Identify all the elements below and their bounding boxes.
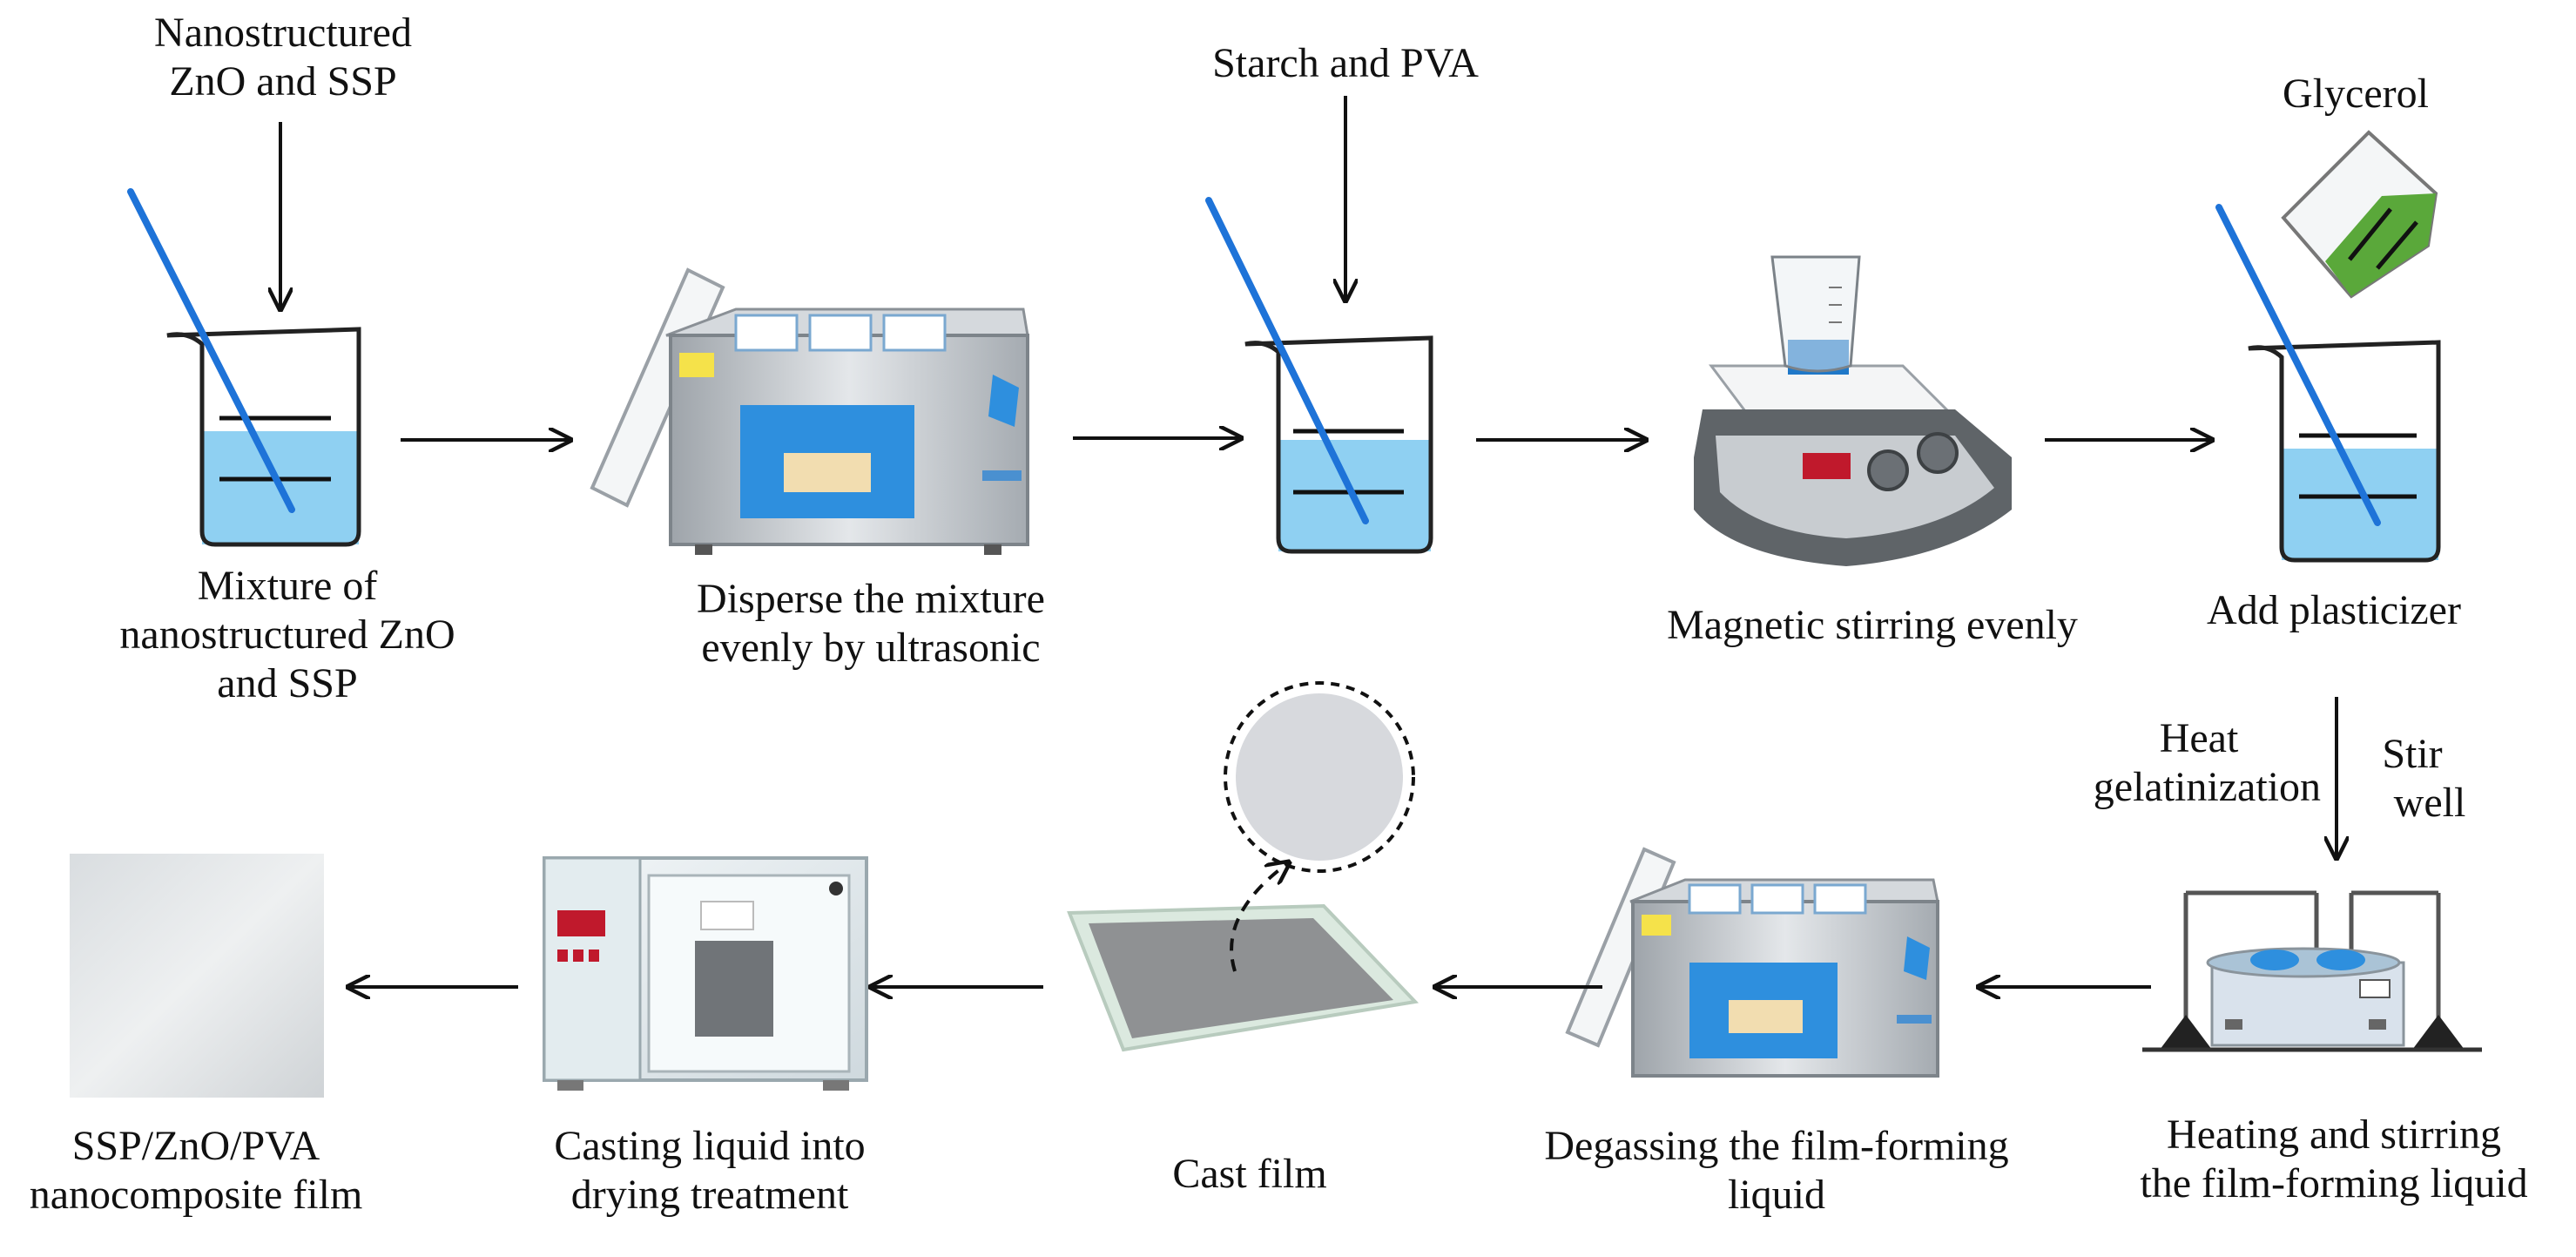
glycerol-flask — [2281, 130, 2438, 299]
label-magnetic: Magnetic stirring evenly — [1667, 602, 2078, 648]
ultrasonic-bath-2 — [1565, 847, 1939, 1078]
label-glycerol: Glycerol — [2283, 71, 2429, 117]
label-starch-pva: Starch and PVA — [1212, 40, 1479, 86]
film-sample-zoom — [1224, 681, 1415, 873]
heating-apparatus — [2142, 890, 2482, 1052]
film-sample — [70, 854, 324, 1098]
zoom-arrow — [1230, 862, 1289, 972]
beaker-2 — [1205, 197, 1433, 554]
label-cast: Cast film — [1172, 1151, 1327, 1197]
label-plasticizer: Add plasticizer — [2207, 587, 2461, 633]
ultrasonic-bath-1 — [590, 267, 1029, 555]
beaker-1 — [127, 188, 361, 547]
cast-film-tray — [1067, 903, 1419, 1052]
drying-oven — [543, 856, 868, 1091]
flow-arrows — [280, 96, 2337, 987]
magnetic-stirrer — [1694, 255, 2012, 566]
beaker-3 — [2215, 204, 2441, 563]
